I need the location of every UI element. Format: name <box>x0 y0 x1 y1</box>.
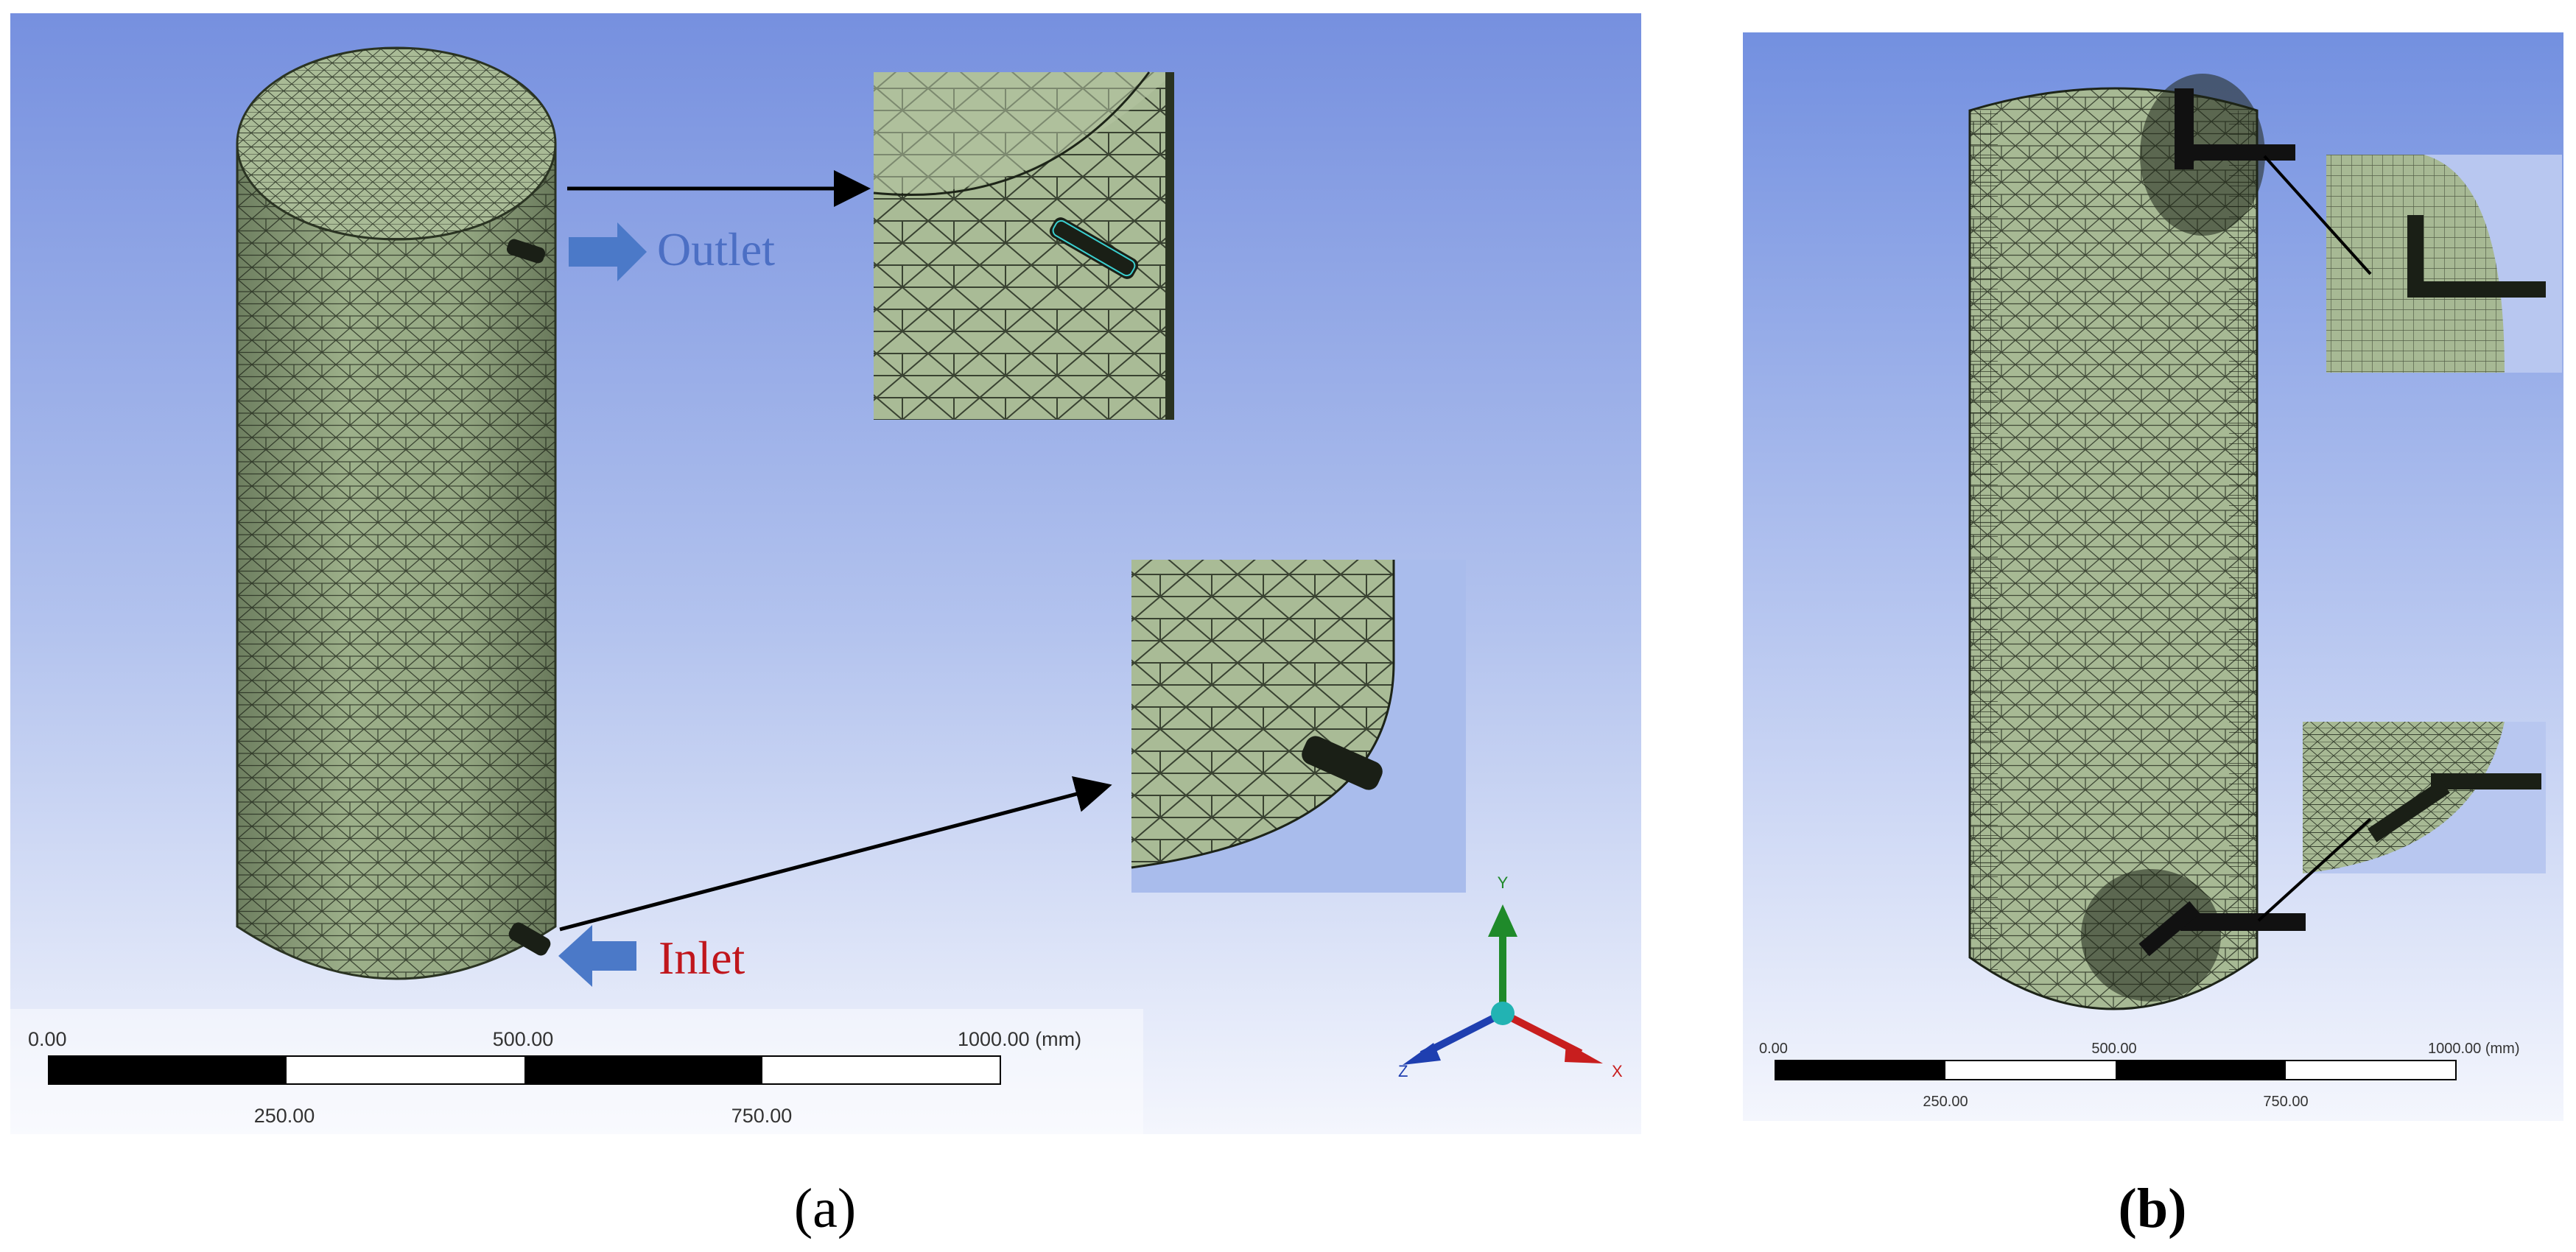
inlet-zoom-inset <box>1131 560 1466 893</box>
scale-b-label-1000: 1000.00 (mm) <box>2428 1041 2520 1057</box>
tank-cylinder-mesh <box>236 46 557 980</box>
axis-y-label: Y <box>1498 873 1509 892</box>
inlet-flow-arrow <box>558 925 636 987</box>
inlet-label: Inlet <box>659 932 745 984</box>
scale-b-label-500: 500.00 <box>2091 1041 2136 1057</box>
outlet-leader-b <box>2263 155 2372 275</box>
outlet-flow-arrow <box>569 222 647 281</box>
outlet-zoom-inset-b <box>2326 155 2562 373</box>
scale-b-label-250: 250.00 <box>1923 1094 1968 1110</box>
inlet-leader-b <box>2257 817 2372 922</box>
axis-z-label: Z <box>1398 1062 1408 1080</box>
panel-b: 0.00 500.00 1000.00 (mm) 250.00 750.00 (… <box>1743 32 2563 1239</box>
scale-a-label-1000: 1000.00 (mm) <box>958 1028 1081 1050</box>
axis-triad: Y Z X <box>1398 873 1623 1080</box>
outlet-zoom-inset <box>873 71 1174 420</box>
axis-x-label: X <box>1612 1062 1623 1080</box>
scale-bar-b: 0.00 500.00 1000.00 (mm) 250.00 750.00 <box>1759 1041 2520 1110</box>
inlet-pipe-b <box>2180 913 2306 931</box>
inlet-leader-arrow <box>559 776 1112 932</box>
outlet-pipe <box>506 239 546 264</box>
caption-a: (a) <box>794 1178 856 1239</box>
scale-a-label-750: 750.00 <box>731 1105 793 1127</box>
outlet-pipe-b <box>2175 144 2295 161</box>
scale-bar-a: 0.00 500.00 1000.00 (mm) 250.00 750.00 <box>10 1009 1143 1134</box>
scale-a-label-500: 500.00 <box>493 1028 554 1050</box>
scale-a-label-0: 0.00 <box>28 1028 67 1050</box>
outlet-label: Outlet <box>657 223 775 275</box>
scale-b-label-0: 0.00 <box>1759 1041 1788 1057</box>
caption-b: (b) <box>2119 1178 2187 1239</box>
panel-a: Outlet Inlet 0.00 500.00 1000.00 (mm) 25… <box>10 13 1641 1239</box>
inlet-pipe <box>508 922 551 956</box>
inlet-zoom-inset-b <box>2303 722 2546 873</box>
scale-a-label-250: 250.00 <box>254 1105 315 1127</box>
scale-b-label-750: 750.00 <box>2263 1094 2308 1110</box>
tank-section-mesh <box>1968 74 2265 1010</box>
